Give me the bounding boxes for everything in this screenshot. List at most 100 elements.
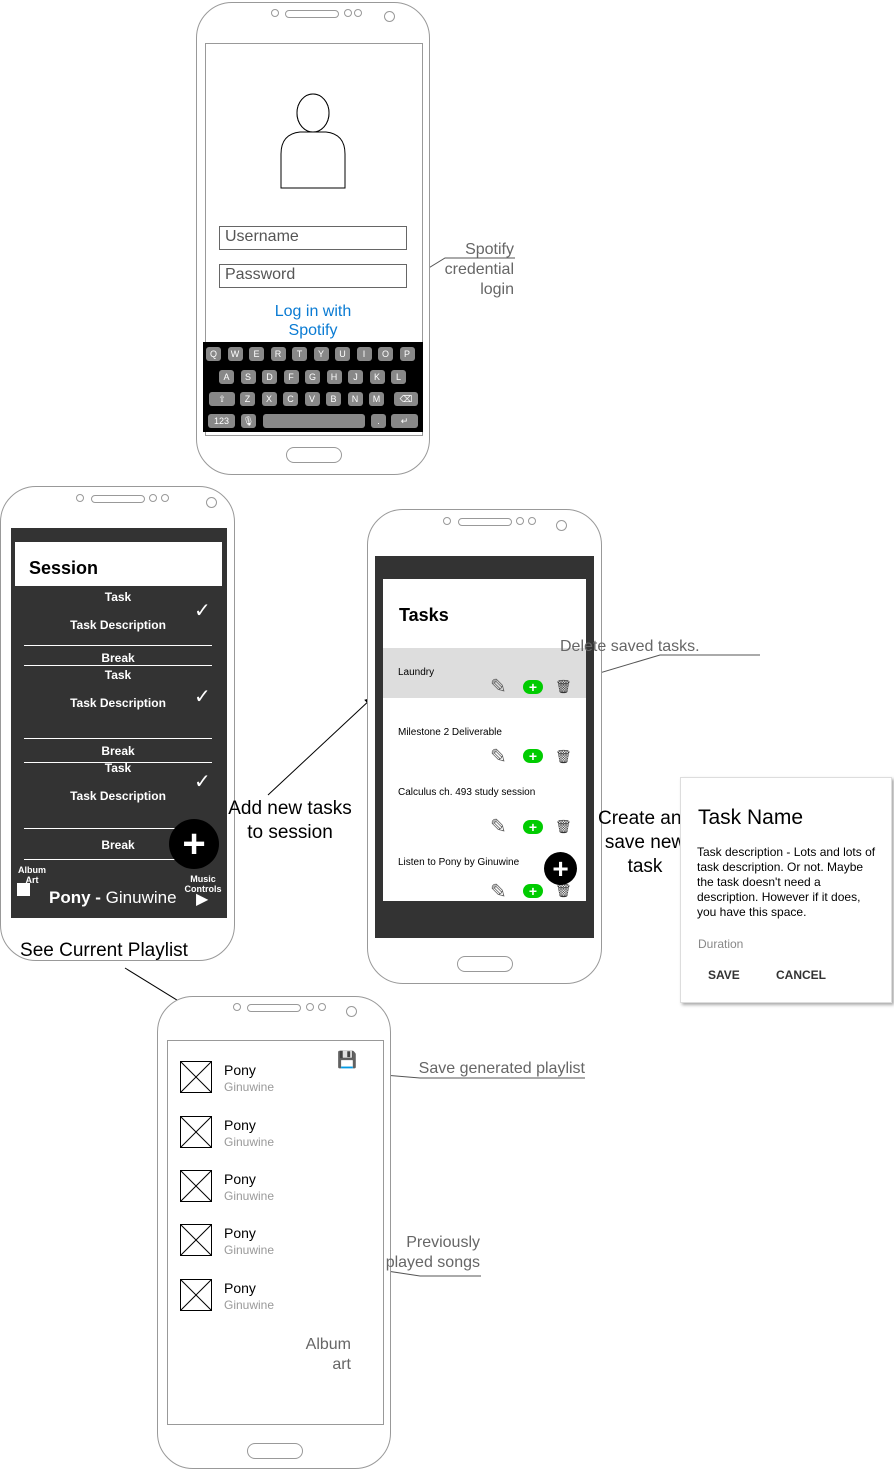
task-description: Task Description (70, 618, 166, 632)
key-b[interactable]: B (326, 392, 341, 406)
divider (24, 762, 212, 763)
password-field[interactable]: Password (219, 264, 407, 288)
delete-trash-icon[interactable]: 🗑 (555, 749, 572, 764)
task-complete-check-icon[interactable]: ✓ (194, 771, 211, 793)
song-artist: Ginuwine (224, 1135, 275, 1149)
key-h[interactable]: H (326, 370, 342, 384)
session-title: Session (29, 558, 99, 578)
task-label: Task (104, 668, 132, 682)
key-o[interactable]: O (378, 347, 393, 361)
shift-key[interactable]: ⇧ (209, 392, 235, 406)
home-button[interactable] (457, 956, 513, 972)
music-controls-label: Music Controls (184, 874, 222, 894)
annotation-delete-tasks: Delete saved tasks. (560, 638, 700, 655)
sensor (443, 517, 451, 525)
album-art-thumbnail[interactable] (17, 883, 30, 896)
song-title: Pony (224, 1171, 256, 1187)
sensor (516, 517, 524, 525)
key-m[interactable]: M (369, 392, 384, 406)
divider (24, 859, 212, 860)
sensor (161, 494, 169, 502)
backspace-key[interactable]: ⌫ (394, 392, 418, 406)
key-n[interactable]: N (347, 392, 363, 406)
key-k[interactable]: K (369, 370, 385, 384)
key-c[interactable]: C (283, 392, 298, 406)
numbers-key[interactable]: 123 (208, 414, 235, 428)
key-x[interactable]: X (261, 392, 277, 406)
key-w[interactable]: W (227, 347, 243, 361)
now-playing-artist: Ginuwine (105, 888, 177, 907)
key-r[interactable]: R (270, 347, 286, 361)
key-j[interactable]: J (348, 370, 363, 384)
speaker (458, 518, 512, 526)
delete-trash-icon[interactable]: 🗑 (555, 883, 572, 898)
save-playlist-icon[interactable]: 💾 (337, 1052, 357, 1069)
delete-trash-icon[interactable]: 🗑 (555, 819, 572, 834)
sensor (318, 1003, 326, 1011)
key-g[interactable]: G (305, 370, 320, 384)
song-title: Pony (224, 1225, 256, 1241)
edit-pencil-icon[interactable]: ✎ (490, 881, 507, 903)
add-task-fab[interactable]: + (169, 819, 219, 869)
key-z[interactable]: Z (240, 392, 255, 406)
annotation-spotify-login: Spotify credential login (444, 241, 514, 298)
annotation-save-playlist: Save generated playlist (418, 1060, 585, 1077)
enter-key[interactable]: ↵ (391, 414, 418, 428)
home-button[interactable] (247, 1443, 303, 1459)
key-d[interactable]: D (262, 370, 277, 384)
add-to-session-plus-icon[interactable]: + (523, 884, 543, 898)
cancel-button[interactable]: CANCEL (776, 968, 826, 982)
sensor (233, 1003, 241, 1011)
key-i[interactable]: I (356, 347, 372, 361)
play-icon[interactable]: ▶ (196, 891, 209, 908)
album-art-icon (180, 1170, 212, 1202)
break-label: Break (101, 651, 135, 665)
sensor (344, 9, 352, 17)
album-art-icon (180, 1279, 212, 1311)
save-button[interactable]: SAVE (708, 968, 740, 982)
key-v[interactable]: V (304, 392, 320, 406)
break-label: Break (101, 838, 135, 852)
key-t[interactable]: T (292, 347, 307, 361)
speaker (285, 10, 339, 18)
sensor (306, 1003, 314, 1011)
song-artist: Ginuwine (224, 1298, 275, 1312)
key-l[interactable]: L (391, 370, 406, 384)
delete-trash-icon[interactable]: 🗑 (555, 679, 572, 694)
key-q[interactable]: Q (206, 347, 221, 361)
song-title: Pony (224, 1117, 256, 1133)
home-button[interactable] (286, 447, 342, 463)
divider (24, 645, 212, 646)
task-complete-check-icon[interactable]: ✓ (194, 686, 211, 708)
speaker (247, 1004, 301, 1012)
task-complete-check-icon[interactable]: ✓ (194, 600, 211, 622)
key-p[interactable]: P (399, 347, 415, 361)
spotify-login-link[interactable]: Log in with Spotify (274, 303, 352, 339)
dialog-description: Task description - Lots and lots of task… (697, 845, 876, 919)
key-s[interactable]: S (240, 370, 256, 384)
add-to-session-plus-icon[interactable]: + (523, 749, 543, 763)
edit-pencil-icon[interactable]: ✎ (490, 676, 507, 698)
space-key[interactable] (263, 414, 365, 428)
key-y[interactable]: Y (313, 347, 329, 361)
sensor (271, 9, 279, 17)
edit-pencil-icon[interactable]: ✎ (490, 816, 507, 838)
create-task-fab[interactable]: + (544, 852, 577, 885)
period-key[interactable]: . (371, 414, 386, 428)
camera (384, 11, 395, 22)
task-item-title: Milestone 2 Deliverable (398, 727, 502, 738)
task-item-title: Laundry (398, 667, 435, 678)
duration-field[interactable]: Duration (698, 937, 744, 951)
key-u[interactable]: U (335, 347, 350, 361)
key-a[interactable]: A (219, 370, 234, 384)
username-field[interactable]: Username (219, 226, 407, 250)
add-to-session-plus-icon[interactable]: + (523, 680, 543, 694)
add-to-session-plus-icon[interactable]: + (523, 820, 543, 834)
edit-pencil-icon[interactable]: ✎ (490, 746, 507, 768)
task-row-selected[interactable] (383, 648, 586, 698)
sensor (528, 517, 536, 525)
key-e[interactable]: E (249, 347, 264, 361)
mic-key[interactable]: 🎙 (241, 414, 256, 428)
now-playing: Pony - Ginuwine (49, 888, 177, 908)
key-f[interactable]: F (283, 370, 299, 384)
